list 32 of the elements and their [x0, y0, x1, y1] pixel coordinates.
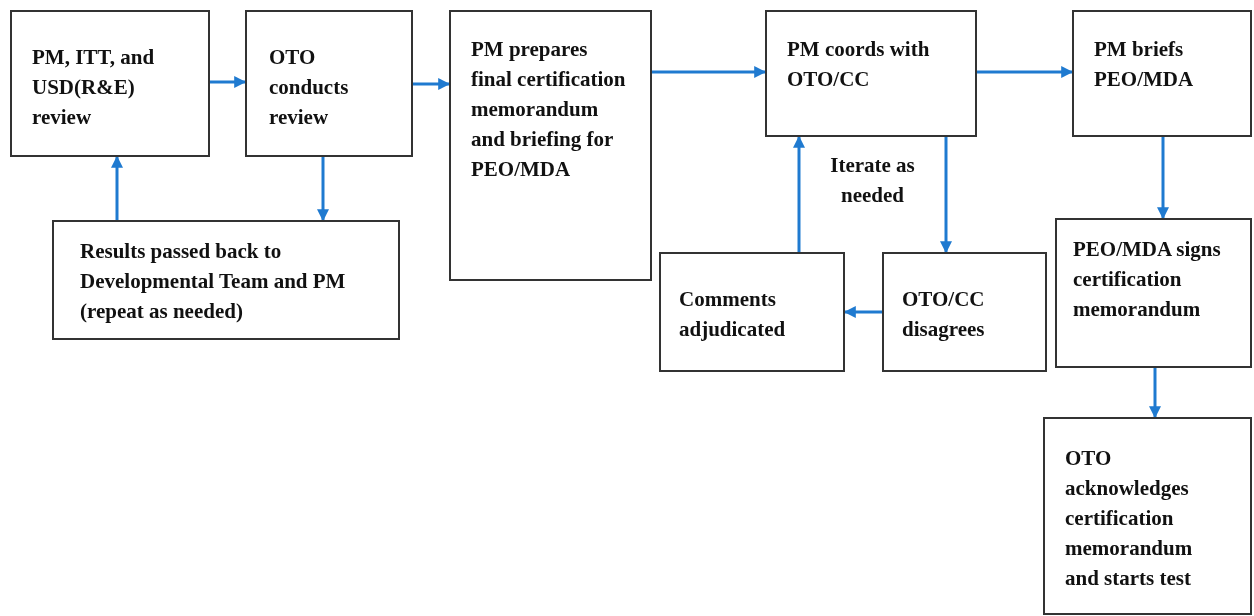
process-box	[1055, 218, 1252, 368]
process-box	[52, 220, 400, 340]
arrow	[1157, 137, 1169, 220]
arrow	[413, 78, 451, 90]
arrow	[210, 76, 247, 88]
process-box	[1072, 10, 1252, 137]
process-box	[245, 10, 413, 157]
box-text: OTO acknowledges certification memorandum and starts test	[1065, 445, 1194, 592]
process-box	[659, 252, 845, 372]
process-box	[882, 252, 1047, 372]
box-text: PM coords with OTO/CC	[787, 36, 931, 93]
box-text: PEO/MDA signs certification memorandum	[1073, 236, 1222, 323]
process-box	[1043, 417, 1252, 615]
arrow	[940, 137, 952, 254]
annotation-text: Iterate as needed	[829, 152, 916, 209]
arrow	[111, 155, 123, 220]
arrow	[317, 157, 329, 222]
box-text: Comments adjudicated	[679, 286, 787, 343]
box-text: PM briefs PEO/MDA	[1094, 36, 1195, 93]
arrow	[793, 135, 805, 252]
arrow	[977, 66, 1074, 78]
box-text: Results passed back to Developmental Team and PM (repeat as needed)	[80, 238, 347, 325]
arrow	[652, 66, 767, 78]
box-text: OTO/CC disagrees	[902, 286, 986, 343]
box-text: PM prepares final certification memorandum and briefing for PEO/MDA	[471, 36, 627, 183]
box-text: OTO conducts review	[269, 44, 350, 131]
arrow	[843, 306, 882, 318]
arrow	[1149, 368, 1161, 419]
box-text: PM, ITT, and USD(R&E) review	[32, 44, 156, 131]
process-box	[765, 10, 977, 137]
process-box	[449, 10, 652, 281]
process-box	[10, 10, 210, 157]
